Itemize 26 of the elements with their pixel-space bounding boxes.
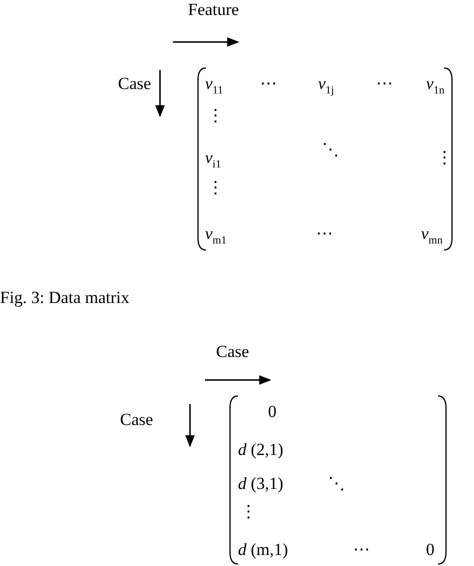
matrix-entry: v$_{1n}$ <box>426 74 445 98</box>
matrix-entry: ⋮ <box>240 502 257 522</box>
axis-label: Case <box>216 342 250 362</box>
matrix-entry: ⋮ <box>207 178 224 198</box>
matrix-entry: ⋮ <box>207 106 224 126</box>
matrix-entry: ⋱ <box>322 140 339 160</box>
axis-label: Feature <box>188 0 239 20</box>
matrix-entry: v$_{mn}$ <box>421 224 443 248</box>
matrix-entry: v$_{m1}$ <box>205 224 227 248</box>
matrix-entry: v$_{i1}$ <box>205 148 222 172</box>
matrix-entry: ⋱ <box>328 474 345 494</box>
matrix-entry: d (3,1) <box>238 474 284 494</box>
matrix-entry: ⋯ <box>260 74 277 94</box>
matrix-entry: v$_{11}$ <box>205 74 224 98</box>
matrix-entry: ⋯ <box>353 540 370 560</box>
figure-caption: Fig. 3: Data matrix <box>0 288 130 308</box>
axis-label: Case <box>118 74 152 94</box>
matrix-entry: ⋯ <box>316 224 333 244</box>
matrix-entry: 0 <box>268 402 276 422</box>
matrix-entry: ⋮ <box>436 148 453 168</box>
matrix-entry: ⋯ <box>376 74 393 94</box>
matrix-entry: d (2,1) <box>238 440 284 460</box>
matrix-entry: 0 <box>426 540 434 560</box>
matrix-entry: v$_{1j}$ <box>318 74 334 98</box>
matrix-entry: d (m,1) <box>238 540 288 560</box>
axis-label: Case <box>120 410 154 430</box>
